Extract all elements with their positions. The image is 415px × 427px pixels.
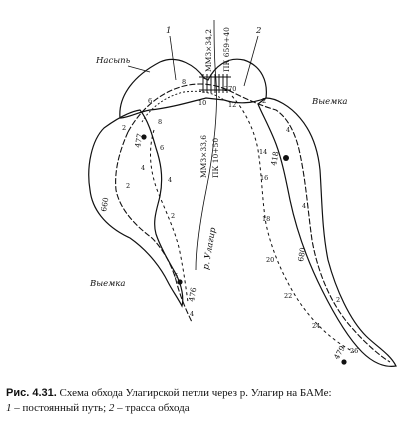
km-mark: 12 (228, 101, 236, 109)
km-mark: 4 (168, 176, 172, 184)
km-mark: 10 (198, 99, 206, 107)
label-bridge-top-pk: ПК 659+40 (222, 27, 231, 72)
benchmark-477 (141, 134, 147, 140)
benchmark-479 (341, 359, 347, 365)
km-mark: 8 (182, 78, 186, 86)
label-callout-2: 2 (255, 26, 261, 36)
legend-1-num: 1 (6, 402, 12, 414)
bridge-top (199, 74, 231, 93)
km-mark: 4 (286, 126, 290, 134)
km-mark: 6 (160, 144, 164, 152)
legend-1-text: – постоянный путь; (11, 402, 109, 414)
km-mark: 2 (126, 182, 130, 190)
benchmark-476 (177, 279, 183, 285)
callout-1-leader (169, 35, 177, 81)
elev-680: 680 (296, 246, 307, 262)
river-line (195, 19, 217, 271)
elev-660: 660 (99, 196, 110, 212)
km-mark: 2 (336, 296, 340, 304)
km-mark: 6 (148, 97, 152, 105)
callout-2-leader (243, 35, 259, 87)
nasyp-leader (127, 65, 151, 73)
bypass-inner (141, 90, 225, 123)
left-cut-outline (88, 109, 184, 308)
caption-prefix: Рис. 4.31. (6, 387, 57, 399)
figure-caption: Рис. 4.31. Схема обхода Улагирской петли… (6, 386, 410, 416)
km-mark: 24 (312, 322, 320, 330)
elev-476: 476 (187, 286, 198, 302)
permanent-track (127, 83, 391, 363)
label-bridge-mid: ММЗ×33,6 (199, 135, 208, 178)
route-diagram: 1 2 Насыпь Выемка Выемка ММЗ×34,2 ПК 659… (88, 19, 397, 367)
label-vyemka-right: Выемка (311, 97, 347, 107)
km-mark: 270 (224, 85, 236, 93)
km-mark: 2 (122, 124, 126, 132)
embankment-outline (119, 58, 267, 119)
caption-title: Схема обхода Улагирской петли через р. У… (59, 387, 332, 399)
bypass-route (150, 95, 355, 353)
km-mark: 18 (262, 215, 270, 223)
km-mark: 14 (259, 148, 267, 156)
km-mark: 4 (190, 310, 194, 318)
km-mark: 16 (260, 174, 268, 182)
km-mark: 26 (350, 347, 358, 355)
km-mark: 2 (262, 97, 266, 105)
label-vyemka-left: Выемка (89, 279, 125, 289)
elev-477: 477 (133, 132, 144, 148)
label-callout-1: 1 (166, 26, 171, 36)
km-mark: 6 (174, 272, 178, 280)
km-mark: 4 (302, 202, 306, 210)
km-mark: 4 (141, 164, 145, 172)
km-mark: 22 (284, 292, 292, 300)
benchmark-418 (283, 155, 289, 161)
elev-418: 418 (269, 150, 280, 166)
label-nasyp: Насыпь (95, 56, 131, 66)
permanent-track-left (115, 131, 193, 323)
km-mark: 20 (266, 256, 274, 264)
label-bridge-mid-pk: ПК 10+50 (211, 138, 220, 178)
km-mark: 2 (171, 212, 175, 220)
km-mark: 8 (158, 118, 162, 126)
label-bridge-top: ММЗ×34,2 (204, 29, 213, 72)
legend-2-num: 2 (108, 402, 115, 414)
right-cut-outline (257, 97, 397, 367)
label-river: р. Улагир (201, 226, 218, 270)
legend-2-text: – трасса обхода (114, 402, 190, 414)
